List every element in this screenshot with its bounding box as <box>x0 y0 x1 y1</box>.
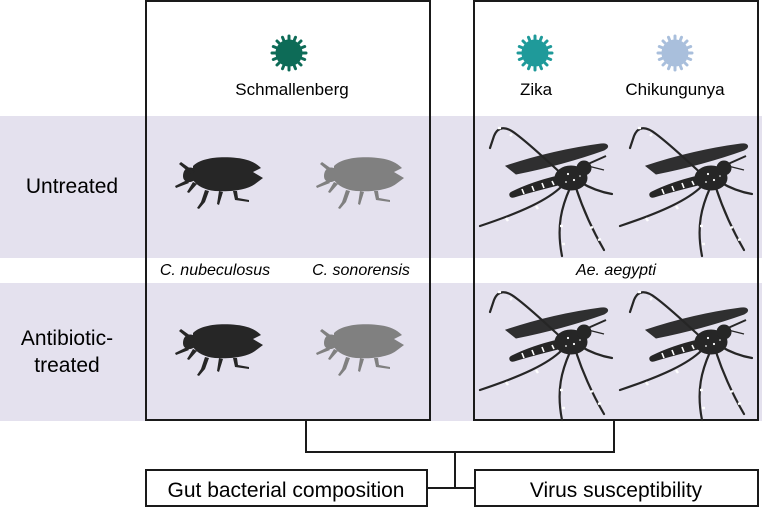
virus-susceptibility-box <box>474 469 759 507</box>
species-label-c-sonorensis: C. sonorensis <box>312 262 410 279</box>
virus-label-schmallenberg: Schmallenberg <box>235 80 348 99</box>
row-label-antibiotic: Antibiotic- <box>21 327 113 350</box>
aedes-panel <box>473 0 759 421</box>
culicoides-panel <box>145 0 431 421</box>
row-label-treated: treated <box>34 354 99 377</box>
virus-label-zika: Zika <box>520 80 553 99</box>
virus-icon <box>270 34 308 72</box>
row-label-untreated: Untreated <box>26 175 118 198</box>
virus-label-chikungunya: Chikungunya <box>625 80 725 99</box>
virus-icon <box>656 34 694 72</box>
gut-composition-box <box>145 469 428 507</box>
virus-susceptibility-label: Virus susceptibility <box>530 479 703 502</box>
virus-icon <box>516 34 554 72</box>
species-label-ae-aegypti: Ae. aegypti <box>575 262 657 279</box>
gut-composition-label: Gut bacterial composition <box>168 479 405 502</box>
connector-lines <box>305 420 615 489</box>
species-label-c-nubeculosus: C. nubeculosus <box>160 262 270 279</box>
